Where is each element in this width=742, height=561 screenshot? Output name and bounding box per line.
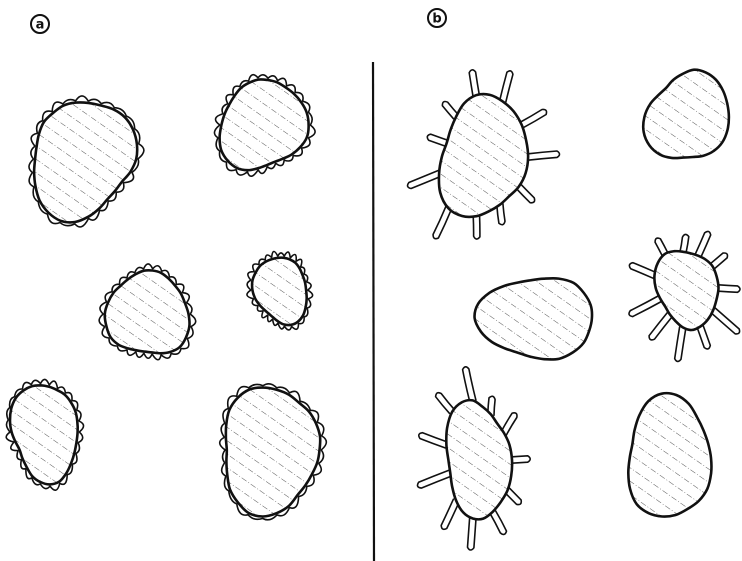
cell-body — [226, 388, 320, 517]
panel-a-cell-4 — [247, 252, 313, 330]
cell-body — [252, 258, 307, 325]
panel-b-cell-4 — [629, 231, 740, 361]
panel-a-cell-3 — [99, 264, 196, 360]
panel-divider — [373, 62, 374, 561]
panel-b-cell-1 — [408, 70, 560, 239]
cell-body — [34, 102, 137, 222]
panel-b-cell-2 — [643, 70, 729, 158]
panel-b-cell-3 — [475, 278, 592, 359]
panel-a-cell-5 — [6, 379, 83, 490]
panel-a-cell-2 — [214, 75, 315, 177]
panel-b-label: b — [428, 9, 446, 27]
panel-a-cell-1 — [29, 96, 144, 227]
cell-body — [475, 278, 592, 359]
cell-body — [643, 70, 729, 158]
panel-a-cell-6 — [220, 384, 327, 520]
panel-b-cell-5 — [417, 367, 530, 550]
cell-body — [446, 400, 512, 519]
cell-body — [628, 393, 711, 516]
panel-a-label: a — [31, 15, 49, 33]
panel-a-label-text: a — [36, 18, 45, 33]
panel-b-label-text: b — [432, 12, 441, 27]
panel-b-cell-6 — [628, 393, 711, 516]
cell-body — [10, 385, 78, 484]
